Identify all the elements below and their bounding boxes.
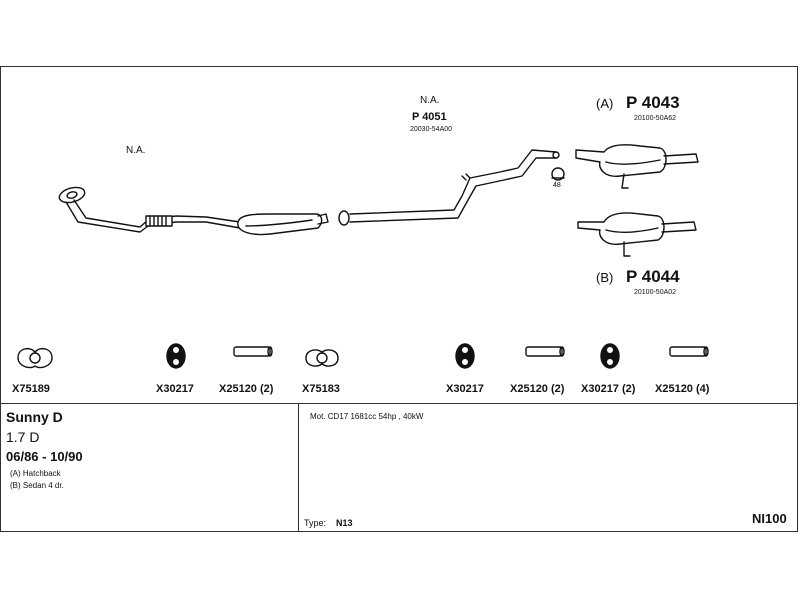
vehicle-years: 06/86 - 10/90 [6,449,83,464]
pipe-ref: 20030-54A00 [410,126,453,133]
variant-a-ref: 20100-50A62 [634,115,677,122]
type-value: N13 [336,518,353,528]
accessory-label: X25120 (2) [510,383,565,395]
accessory-label: X30217 [446,383,484,395]
rubber-hanger-icon [166,343,186,369]
front-silencer [237,213,329,236]
divider-horizontal [0,403,798,404]
diagram-frame [0,66,798,532]
sleeve-icon [525,346,565,357]
rear-silencer-b [577,212,697,257]
rubber-hanger-icon [455,343,475,369]
variant-a-part-number: P 4043 [626,93,680,112]
accessory-label: X25120 (4) [655,383,710,395]
variant-a-letter: (A) [596,96,614,111]
type-label: Type: [304,518,327,528]
vehicle-engine: 1.7 D [6,429,40,445]
motor-spec: Mot. CD17 1681cc 54hp , 40kW [310,412,424,421]
variant-b-part-number: P 4044 [626,267,680,286]
accessory-label: X25120 (2) [219,383,274,395]
accessory-label: X30217 (2) [581,383,636,395]
clamp-icon [551,167,565,181]
clamp-size: 48 [553,182,561,189]
catalog-code: NI100 [752,511,787,526]
gasket-icon [305,349,339,367]
vehicle-model: Sunny D [6,409,63,425]
variant-b-letter: (B) [596,270,614,285]
variant-b-ref: 20100-50A02 [634,289,677,296]
rear-silencer-a [575,144,699,189]
sleeve-icon [669,346,709,357]
middle-pipe [338,149,560,226]
accessory-label: X75189 [12,383,50,395]
sleeve-icon [233,346,273,357]
vehicle-variant-b: (B) Sedan 4 dr. [10,481,64,490]
divider-vertical [298,404,299,532]
na-label-mid: N.A. [420,95,440,106]
accessory-label: X30217 [156,383,194,395]
na-label-left: N.A. [126,145,146,156]
gasket-icon [17,347,53,369]
rubber-hanger-icon [600,343,620,369]
pipe-part-number: P 4051 [412,111,447,123]
accessory-label: X75183 [302,383,340,395]
front-downpipe [58,186,241,233]
vehicle-variant-a: (A) Hatchback [10,469,61,478]
